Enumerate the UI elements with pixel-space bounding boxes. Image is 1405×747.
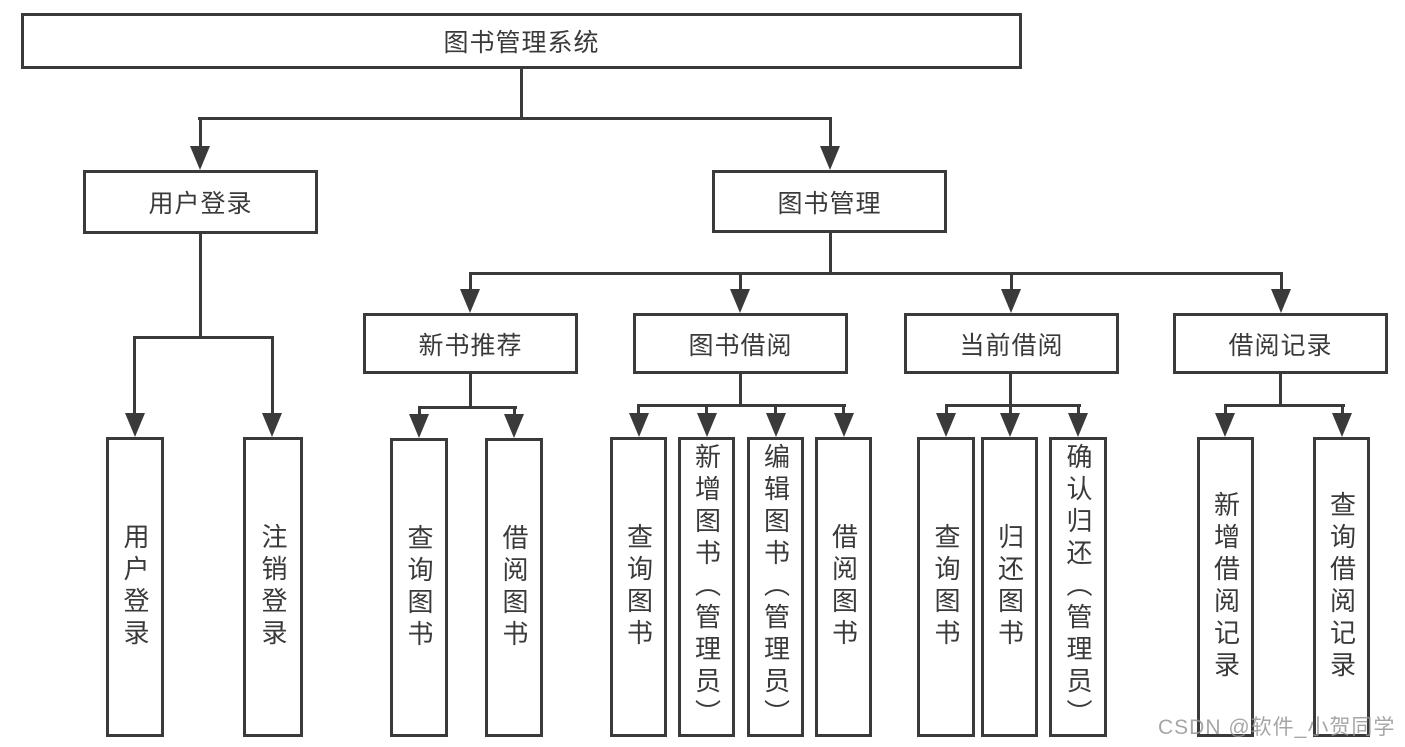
arrow-down-icon xyxy=(1271,289,1291,313)
leaf-borrow-query: 查询图书 xyxy=(610,437,667,737)
arrow-down-icon xyxy=(460,289,480,313)
node-new-book-recommend: 新书推荐 xyxy=(363,313,578,374)
arrow-down-icon xyxy=(730,289,750,313)
connector-line xyxy=(1279,371,1282,407)
connector-line xyxy=(1009,371,1012,407)
arrow-down-icon xyxy=(190,146,210,170)
node-current-borrow: 当前借阅 xyxy=(904,313,1119,374)
leaf-user-login: 用户登录 xyxy=(106,437,164,737)
connector-line xyxy=(418,406,517,409)
leaf-current-confirm-admin: 确认归还（管理员） xyxy=(1049,437,1107,737)
leaf-borrow-book: 借阅图书 xyxy=(815,437,872,737)
leaf-borrow-edit-admin: 编辑图书（管理员） xyxy=(747,437,804,737)
arrow-down-icon xyxy=(504,414,524,438)
connector-line xyxy=(1341,404,1344,416)
arrow-down-icon xyxy=(936,413,956,437)
leaf-record-query: 查询借阅记录 xyxy=(1313,437,1370,737)
arrow-down-icon xyxy=(834,413,854,437)
connector-line xyxy=(469,272,472,292)
node-borrow-records: 借阅记录 xyxy=(1173,313,1388,374)
node-book-borrow: 图书借阅 xyxy=(633,313,848,374)
arrow-down-icon xyxy=(1332,413,1352,437)
connector-line xyxy=(133,336,136,416)
arrow-down-icon xyxy=(820,146,840,170)
leaf-borrow-add-admin: 新增图书（管理员） xyxy=(678,437,735,737)
connector-line xyxy=(469,272,1283,275)
connector-line xyxy=(199,117,202,149)
connector-line xyxy=(271,336,274,416)
arrow-down-icon xyxy=(629,413,649,437)
leaf-newbook-query: 查询图书 xyxy=(390,438,448,737)
connector-line xyxy=(637,404,640,416)
arrow-down-icon xyxy=(1001,289,1021,313)
connector-line xyxy=(1077,404,1080,416)
node-book-management: 图书管理 xyxy=(712,170,947,233)
connector-line xyxy=(198,117,832,120)
arrow-down-icon xyxy=(409,414,429,438)
connector-line xyxy=(739,272,742,292)
connector-line xyxy=(1009,404,1012,416)
connector-line xyxy=(418,406,421,418)
connector-line xyxy=(637,404,846,407)
connector-line xyxy=(1010,272,1013,292)
leaf-current-return: 归还图书 xyxy=(981,437,1038,737)
arrow-down-icon xyxy=(697,413,717,437)
connector-line xyxy=(705,404,708,416)
arrow-down-icon xyxy=(262,413,282,437)
csdn-watermark: CSDN @软件_小贺同学 xyxy=(1158,716,1396,739)
connector-line xyxy=(513,406,516,418)
node-user-login: 用户登录 xyxy=(83,170,318,234)
arrow-down-icon xyxy=(1068,413,1088,437)
connector-line xyxy=(1224,404,1345,407)
node-root: 图书管理系统 xyxy=(21,13,1022,69)
arrow-down-icon xyxy=(125,413,145,437)
leaf-record-add: 新增借阅记录 xyxy=(1197,437,1254,737)
connector-line xyxy=(829,230,832,275)
leaf-current-query: 查询图书 xyxy=(917,437,975,737)
connector-line xyxy=(469,371,472,409)
connector-line xyxy=(945,404,948,416)
arrow-down-icon xyxy=(1215,413,1235,437)
connector-line xyxy=(945,404,1081,407)
connector-line xyxy=(133,336,274,339)
connector-line xyxy=(1280,272,1283,292)
connector-line xyxy=(774,404,777,416)
connector-line xyxy=(1224,404,1227,416)
leaf-logout: 注销登录 xyxy=(243,437,303,737)
leaf-newbook-borrow: 借阅图书 xyxy=(485,438,543,737)
connector-line xyxy=(199,231,202,339)
connector-line xyxy=(829,117,832,149)
arrow-down-icon xyxy=(1000,413,1020,437)
connector-line xyxy=(739,371,742,407)
connector-line xyxy=(520,69,523,120)
arrow-down-icon xyxy=(766,413,786,437)
connector-line xyxy=(842,404,845,416)
